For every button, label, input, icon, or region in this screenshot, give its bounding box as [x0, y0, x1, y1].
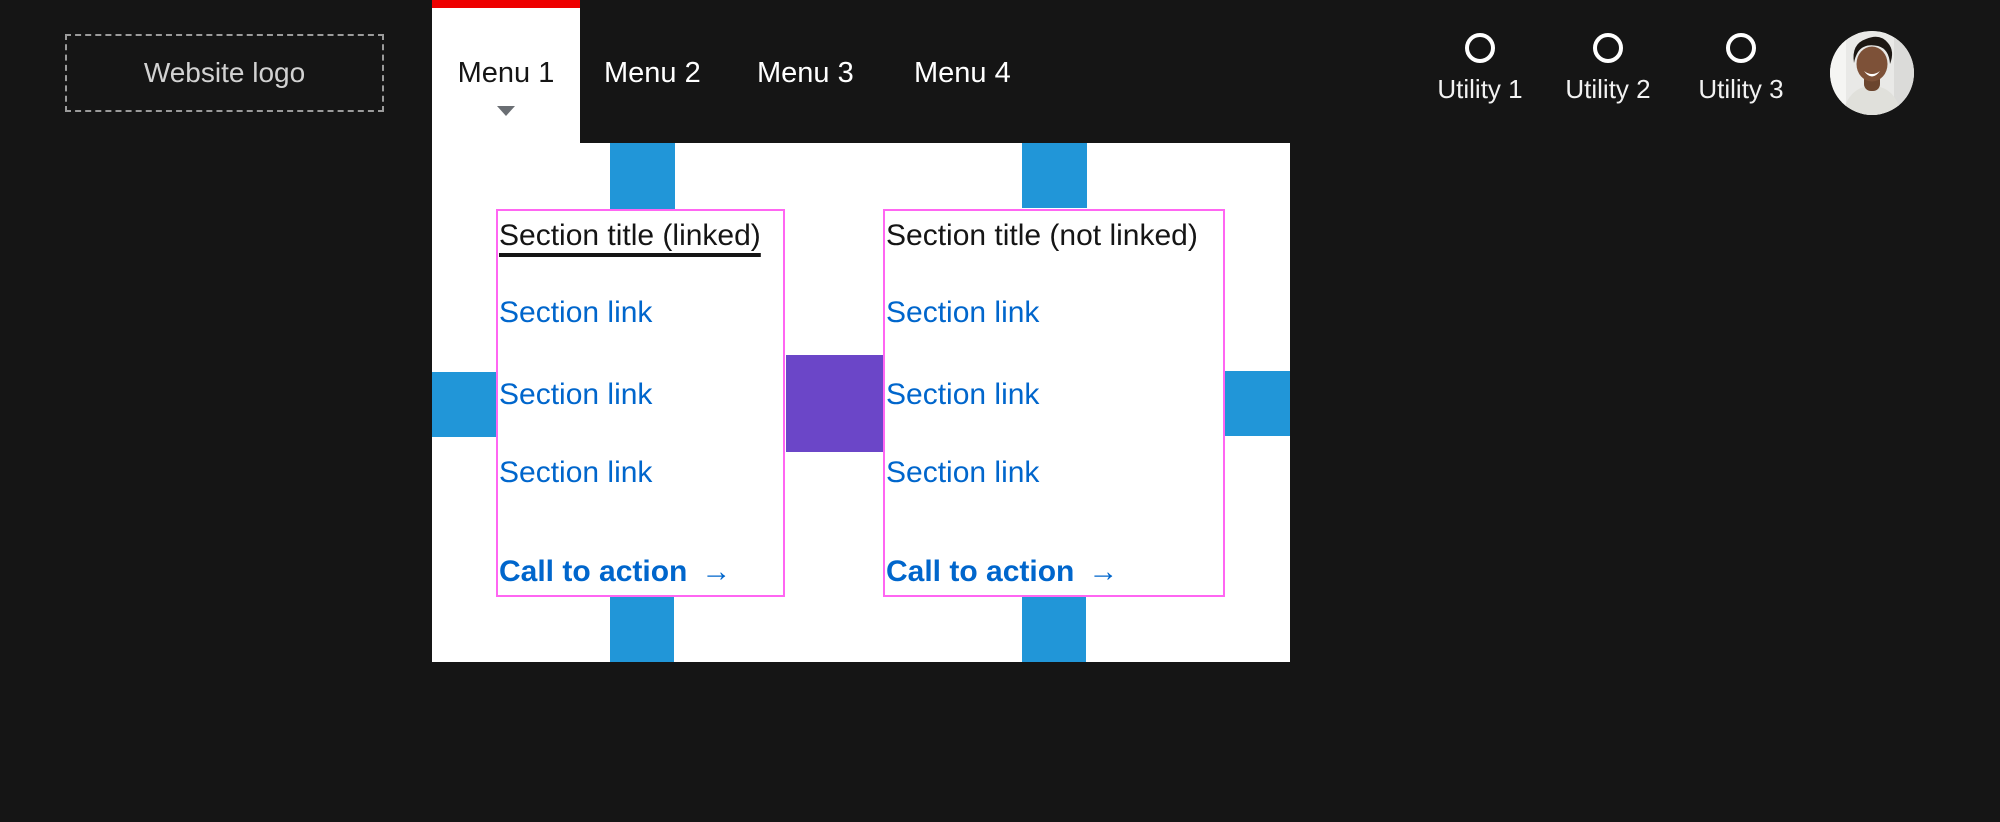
utility-3-label: Utility 3 [1698, 74, 1784, 104]
user-avatar[interactable] [1830, 31, 1914, 115]
menu-tab-1[interactable]: Menu 1 [432, 0, 580, 143]
call-to-action-link[interactable]: Call to action → [886, 554, 1118, 590]
menu-tab-3[interactable]: Menu 3 [757, 57, 854, 89]
utility-item-3[interactable]: Utility 3 [1671, 33, 1811, 105]
app-header: Website logo Menu 1 Menu 2 Menu 3 Menu 4… [0, 0, 2000, 143]
utility-1-label: Utility 1 [1437, 74, 1523, 104]
utility-3-circle-icon [1726, 33, 1756, 63]
section-title-link[interactable]: Section title (linked) [499, 219, 761, 252]
call-to-action-link[interactable]: Call to action → [499, 554, 731, 590]
call-to-action-label: Call to action [499, 555, 688, 588]
section-link[interactable]: Section link [886, 456, 1040, 489]
section-link[interactable]: Section link [886, 378, 1040, 411]
section-link[interactable]: Section link [886, 296, 1040, 329]
spacing-indicator-top-right [1022, 143, 1087, 208]
spacing-indicator-bottom-right [1022, 597, 1086, 662]
spacing-indicator-column-gutter [786, 355, 883, 452]
section-link[interactable]: Section link [499, 378, 653, 411]
call-to-action-label: Call to action [886, 555, 1075, 588]
arrow-right-icon: → [701, 555, 732, 588]
menu-tab-1-label: Menu 1 [457, 57, 555, 89]
menu-column-left: Section title (linked) Section link Sect… [496, 209, 785, 597]
section-link[interactable]: Section link [499, 296, 653, 329]
utility-item-2[interactable]: Utility 2 [1538, 33, 1678, 105]
website-logo-label: Website logo [143, 57, 306, 88]
utility-2-label: Utility 2 [1565, 74, 1651, 104]
utility-1-circle-icon [1465, 33, 1495, 63]
menu-column-right: Section title (not linked) Section link … [883, 209, 1225, 597]
spacing-indicator-left-edge [432, 372, 497, 437]
utility-item-1[interactable]: Utility 1 [1410, 33, 1550, 105]
active-tab-indicator-bar [432, 0, 580, 8]
menu-tab-4[interactable]: Menu 4 [914, 57, 1011, 89]
chevron-down-icon [497, 106, 515, 116]
spacing-indicator-bottom-left [610, 597, 674, 662]
user-avatar-image [1830, 31, 1914, 115]
spacing-indicator-top-left [610, 143, 675, 209]
spacing-indicator-right-edge [1224, 371, 1290, 436]
arrow-right-icon: → [1088, 555, 1119, 588]
section-link[interactable]: Section link [499, 456, 653, 489]
utility-2-circle-icon [1593, 33, 1623, 63]
website-logo[interactable]: Website logo [65, 34, 384, 112]
section-title-static: Section title (not linked) [886, 219, 1198, 252]
menu-tab-2[interactable]: Menu 2 [604, 57, 701, 89]
